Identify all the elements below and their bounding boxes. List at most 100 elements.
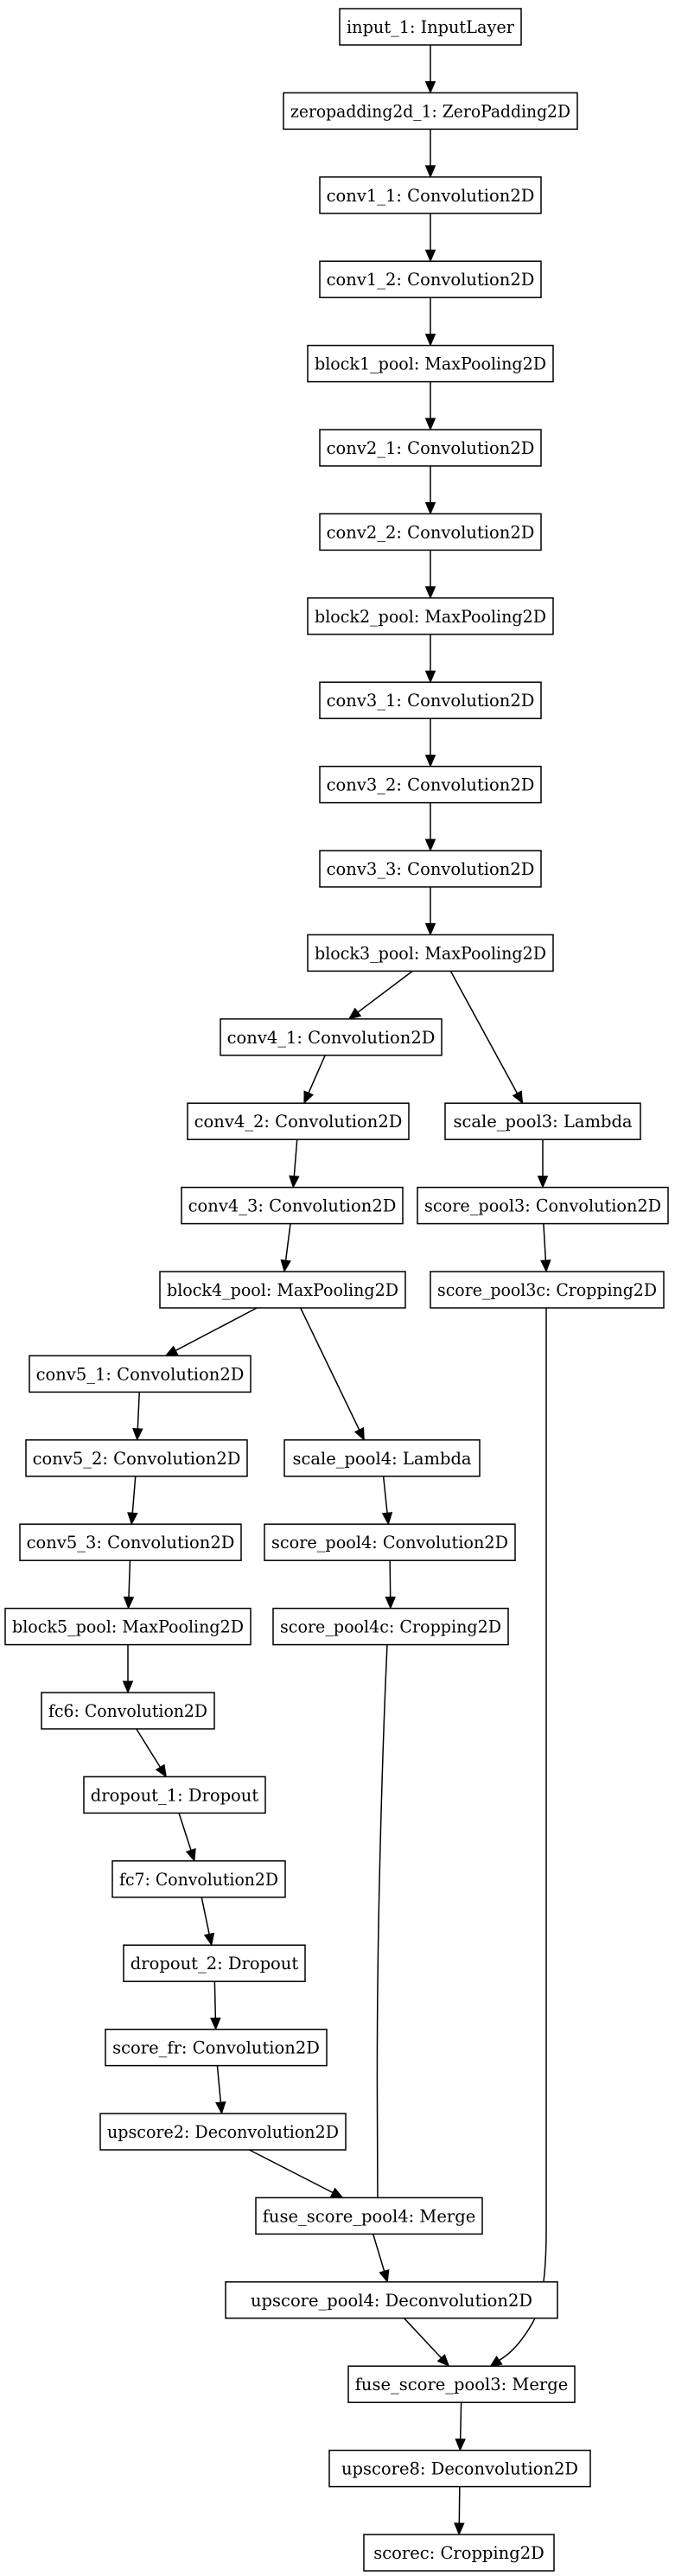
node-conv4_1: conv4_1: Convolution2D	[220, 1018, 443, 1056]
node-box	[283, 92, 578, 131]
node-scorec: scorec: Cropping2D	[363, 2534, 555, 2572]
edge-line	[216, 2065, 222, 2104]
node-box	[264, 1523, 516, 1561]
node-conv3_1: conv3_1: Convolution2D	[319, 681, 542, 719]
node-box	[19, 1523, 242, 1561]
node-box	[319, 765, 542, 804]
node-label: conv5_3: Convolution2D	[27, 1533, 235, 1553]
node-label: fc7: Convolution2D	[119, 1870, 278, 1890]
node-conv3_2: conv3_2: Convolution2D	[319, 765, 542, 804]
edge-conv3_3-to-block3_pool	[424, 887, 436, 936]
node-conv2_1: conv2_1: Convolution2D	[319, 429, 542, 467]
node-label: conv3_2: Convolution2D	[327, 775, 535, 795]
edge-line	[389, 1560, 392, 1598]
edge-conv5_3-to-block5_pool	[123, 1560, 135, 1610]
node-box	[347, 2365, 576, 2403]
edge-line	[543, 1223, 547, 1262]
node-label: conv4_1: Convolution2D	[227, 1028, 436, 1048]
arrow-head-icon	[303, 1090, 314, 1105]
edge-line	[137, 1392, 141, 1430]
node-box	[4, 1607, 252, 1646]
edge-fuse_score_pool4-to-upscore_pool4	[372, 2234, 390, 2284]
node-box	[272, 1607, 509, 1646]
edge-conv5_1-to-conv5_2	[132, 1392, 143, 1442]
edge-upscore2-to-fuse_score_pool4	[249, 2149, 344, 2198]
node-box	[123, 1944, 306, 1982]
node-box	[417, 1186, 669, 1225]
edge-conv5_2-to-conv5_3	[127, 1476, 138, 1526]
node-box	[430, 1271, 665, 1309]
node-label: conv2_2: Convolution2D	[327, 522, 535, 542]
node-label: conv5_2: Convolution2D	[33, 1449, 241, 1469]
edge-line	[131, 1476, 137, 1514]
arrow-head-icon	[537, 1176, 549, 1189]
node-box	[83, 1776, 266, 1814]
node-box	[220, 1018, 443, 1056]
node-label: block5_pool: MaxPooling2D	[12, 1617, 244, 1637]
edge-line	[293, 1139, 298, 1177]
edge-score_pool4-to-score_pool4c	[385, 1560, 396, 1610]
node-label: conv4_2: Convolution2D	[194, 1112, 403, 1132]
node-label: scorec: Cropping2D	[373, 2543, 544, 2563]
arrow-head-icon	[381, 1512, 393, 1526]
node-conv3_3: conv3_3: Convolution2D	[319, 850, 542, 888]
node-block1_pool: block1_pool: MaxPooling2D	[307, 344, 554, 383]
node-box	[105, 2028, 328, 2067]
node-score_fr: score_fr: Convolution2D	[105, 2028, 328, 2067]
edge-line	[376, 1644, 388, 2212]
node-box	[187, 1102, 410, 1140]
arrow-head-icon	[164, 1345, 179, 1356]
node-conv1_1: conv1_1: Convolution2D	[319, 176, 542, 214]
edge-line	[201, 1897, 211, 1935]
arrow-head-icon	[424, 838, 436, 852]
arrow-head-icon	[424, 249, 436, 263]
edge-conv4_1-to-conv4_2	[303, 1055, 326, 1105]
node-layer: input_1: InputLayer zeropadding2d_1: Zero…	[4, 8, 669, 2572]
node-input_1: input_1: InputLayer	[339, 8, 522, 46]
edge-fc6-to-dropout_1	[136, 1728, 167, 1778]
arrow-head-icon	[210, 2017, 221, 2031]
node-scale_pool4: scale_pool4: Lambda	[283, 1439, 481, 1477]
node-label: zeropadding2d_1: ZeroPadding2D	[290, 101, 570, 121]
node-dropout_2: dropout_2: Dropout	[123, 1944, 306, 1982]
node-label: conv2_1: Convolution2D	[327, 438, 535, 458]
arrow-head-icon	[155, 1763, 167, 1778]
arrow-head-icon	[329, 2187, 344, 2198]
node-box	[99, 2113, 347, 2151]
node-label: block1_pool: MaxPooling2D	[315, 354, 546, 374]
node-label: conv1_2: Convolution2D	[327, 270, 535, 290]
edge-line	[178, 1813, 192, 1852]
node-label: conv4_3: Convolution2D	[188, 1196, 397, 1216]
edge-line	[249, 2149, 334, 2194]
edge-conv3_1-to-conv3_2	[424, 718, 436, 768]
edge-score_pool4c-to-fuse_score_pool4	[372, 1644, 388, 2213]
node-fc7: fc7: Convolution2D	[111, 1860, 286, 1898]
edge-block3_pool-to-scale_pool3	[449, 971, 524, 1105]
edge-scale_pool3-to-score_pool3	[537, 1139, 549, 1189]
arrow-head-icon	[540, 1259, 551, 1273]
edge-line	[307, 1055, 326, 1094]
node-box	[25, 1439, 248, 1477]
edge-conv2_1-to-conv2_2	[424, 466, 436, 515]
node-label: dropout_2: Dropout	[131, 1954, 299, 1973]
node-box	[444, 1102, 641, 1140]
arrow-head-icon	[424, 670, 436, 684]
node-box	[319, 681, 542, 719]
node-box	[319, 513, 542, 552]
node-label: fc6: Convolution2D	[48, 1701, 207, 1721]
arrow-head-icon	[203, 1932, 215, 1947]
node-conv4_2: conv4_2: Convolution2D	[187, 1102, 410, 1140]
node-conv4_3: conv4_3: Convolution2D	[181, 1186, 404, 1225]
node-score_pool3: score_pool3: Convolution2D	[417, 1186, 669, 1225]
node-score_pool3c: score_pool3c: Cropping2D	[430, 1271, 665, 1309]
edge-upscore8-to-scorec	[454, 2486, 465, 2536]
node-score_pool4: score_pool4: Convolution2D	[264, 1523, 516, 1561]
edge-block4_pool-to-scale_pool4	[300, 1307, 365, 1441]
node-fuse_score_pool4: fuse_score_pool4: Merge	[255, 2197, 483, 2235]
node-label: block2_pool: MaxPooling2D	[315, 607, 546, 627]
edge-line	[382, 1476, 388, 1514]
arrow-head-icon	[424, 922, 436, 936]
node-box	[111, 1860, 286, 1898]
node-box	[283, 1439, 481, 1477]
